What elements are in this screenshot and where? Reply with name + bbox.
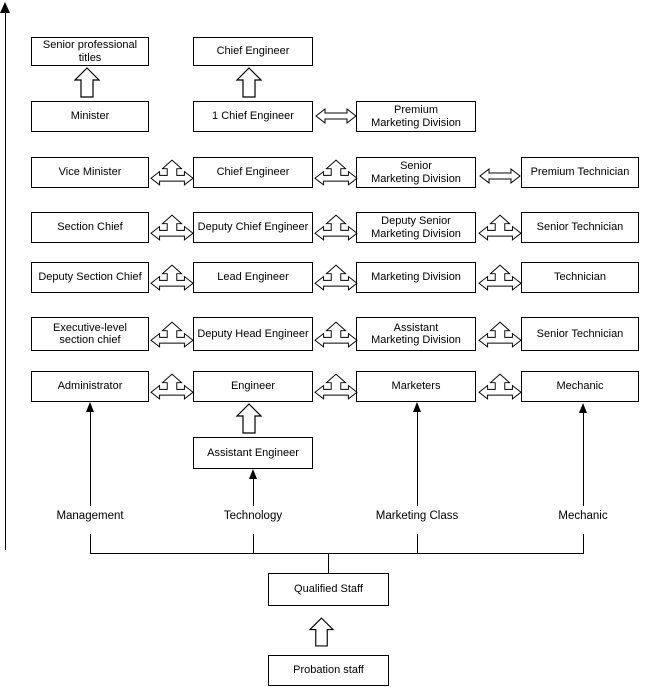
box-deputy-chief-engineer: Deputy Chief Engineer [193,212,313,243]
up-block-arrow-icon [235,403,263,434]
solid-up-arrow-icon [248,469,258,506]
box-senior-technician-row4: Senior Technician [521,212,639,243]
box-minister: Minister [31,101,149,132]
category-label-marketing-class: Marketing Class [375,510,459,522]
box-senior-professional-titles: Senior professional titles [31,37,149,66]
category-label-technology: Technology [223,510,283,522]
box-assistant-marketing-division: Assistant Marketing Division [356,317,476,351]
box-lead-engineer: Lead Engineer [193,262,313,293]
solid-up-arrow-icon [578,403,588,506]
box-senior-technician-row6: Senior Technician [521,317,639,351]
box-probation-staff: Probation staff [268,655,389,686]
solid-up-arrow-icon [412,402,422,506]
bracket-bar [90,553,584,554]
three-way-arrow-icon [150,159,194,186]
box-engineer: Engineer [193,371,313,402]
bracket-stub [417,534,418,553]
box-executive-level-section-chief: Executive-level section chief [31,317,149,351]
box-marketers: Marketers [356,371,476,402]
three-way-arrow-icon [314,159,358,186]
box-qualified-staff: Qualified Staff [268,573,389,606]
three-way-arrow-icon [478,321,522,348]
category-label-management: Management [56,510,124,522]
three-way-arrow-icon [150,321,194,348]
up-block-arrow-icon [73,67,101,98]
bracket-stub [253,534,254,553]
three-way-arrow-icon [314,321,358,348]
box-senior-marketing-division: Senior Marketing Division [356,157,476,188]
box-technician: Technician [521,262,639,293]
three-way-arrow-icon [150,214,194,241]
box-premium-technician: Premium Technician [521,157,639,188]
box-one-chief-engineer: 1 Chief Engineer [193,101,313,132]
up-block-arrow-icon [235,67,263,98]
three-way-arrow-icon [150,373,194,400]
box-vice-minister: Vice Minister [31,157,149,188]
three-way-arrow-icon [478,264,522,291]
three-way-arrow-icon [478,373,522,400]
box-deputy-senior-marketing-division: Deputy Senior Marketing Division [356,212,476,243]
box-section-chief: Section Chief [31,212,149,243]
three-way-arrow-icon [150,264,194,291]
solid-up-arrow-icon [85,402,95,506]
box-chief-engineer-top: Chief Engineer [193,37,313,66]
axis-arrowhead [0,2,10,13]
box-chief-engineer: Chief Engineer [193,157,313,188]
category-label-mechanic: Mechanic [558,510,608,522]
box-administrator: Administrator [31,371,149,402]
box-marketing-division: Marketing Division [356,262,476,293]
box-deputy-section-chief: Deputy Section Chief [31,262,149,293]
bracket-drop [328,553,329,573]
up-block-arrow-icon [308,617,335,647]
three-way-arrow-icon [314,373,358,400]
three-way-arrow-icon [314,214,358,241]
box-assistant-engineer: Assistant Engineer [193,437,313,469]
axis-line [5,12,6,550]
double-horizontal-arrow-icon [315,107,357,125]
box-mechanic: Mechanic [521,371,639,402]
bracket-stub [90,534,91,553]
double-horizontal-arrow-icon [479,167,521,185]
bracket-stub [583,534,584,553]
three-way-arrow-icon [478,214,522,241]
three-way-arrow-icon [314,264,358,291]
box-premium-marketing-division: Premium Marketing Division [356,101,476,132]
box-deputy-head-engineer: Deputy Head Engineer [193,317,313,351]
